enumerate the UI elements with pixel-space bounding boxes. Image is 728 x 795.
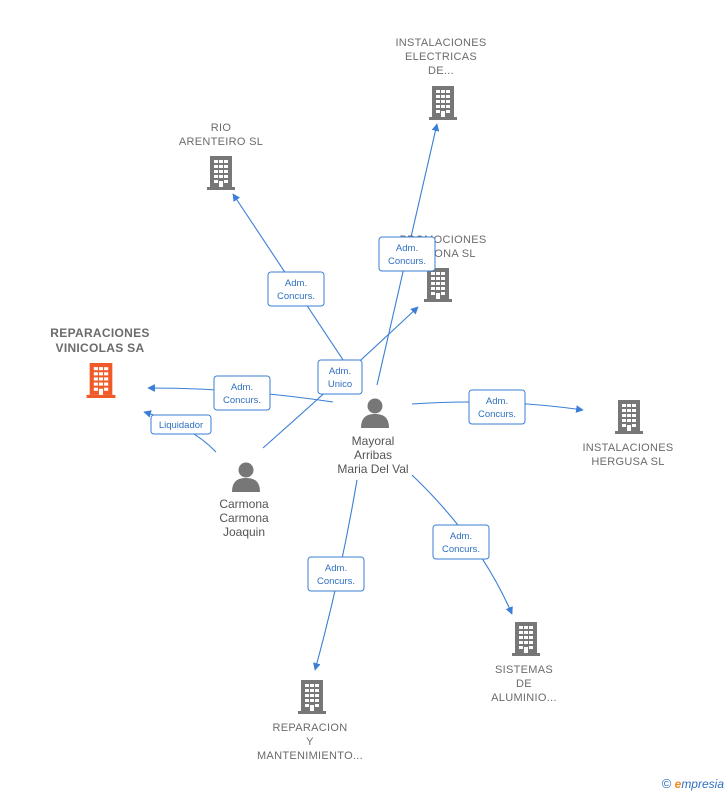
edge-label-mayoral-electricas[interactable]: Adm.Concurs. [378,236,436,272]
building-icon [298,680,326,714]
edge-label-carmona-promociones[interactable]: Adm.Unico [317,359,363,395]
building-icon [512,622,540,656]
building-icon [615,400,643,434]
edge-label-mayoral-reparacion[interactable]: Adm.Concurs. [307,556,365,592]
brand-logo-text: mpresia [681,777,724,791]
svg-text:Adm.Concurs.: Adm.Concurs. [442,531,480,555]
person-icon [232,462,260,492]
brand-logo-initial: e [674,777,682,791]
svg-text:Adm.Concurs.: Adm.Concurs. [277,278,315,302]
edge-label-carmona-reparaciones[interactable]: Liquidador [150,414,212,435]
copyright-symbol: © [661,776,672,791]
building-icon [86,363,116,398]
building-icon [207,156,235,190]
person-icon [361,398,389,428]
footer-brand: © empresia [662,776,724,791]
building-icon [429,86,457,120]
edge-label-mayoral-hergusa[interactable]: Adm.Concurs. [468,389,526,425]
svg-text:Adm.Concurs.: Adm.Concurs. [223,382,261,406]
edge-label-mayoral-rio[interactable]: Adm.Concurs. [267,271,325,307]
svg-text:Adm.Concurs.: Adm.Concurs. [478,396,516,420]
svg-text:Adm.Concurs.: Adm.Concurs. [317,563,355,587]
svg-text:Adm.Concurs.: Adm.Concurs. [388,243,426,267]
edge-label-mayoral-reparaciones[interactable]: Adm.Concurs. [213,375,271,411]
svg-text:Adm.Unico: Adm.Unico [328,366,352,390]
building-icon [424,268,452,302]
edge-label-mayoral-sistemas[interactable]: Adm.Concurs. [432,524,490,560]
svg-text:Liquidador: Liquidador [159,420,203,431]
